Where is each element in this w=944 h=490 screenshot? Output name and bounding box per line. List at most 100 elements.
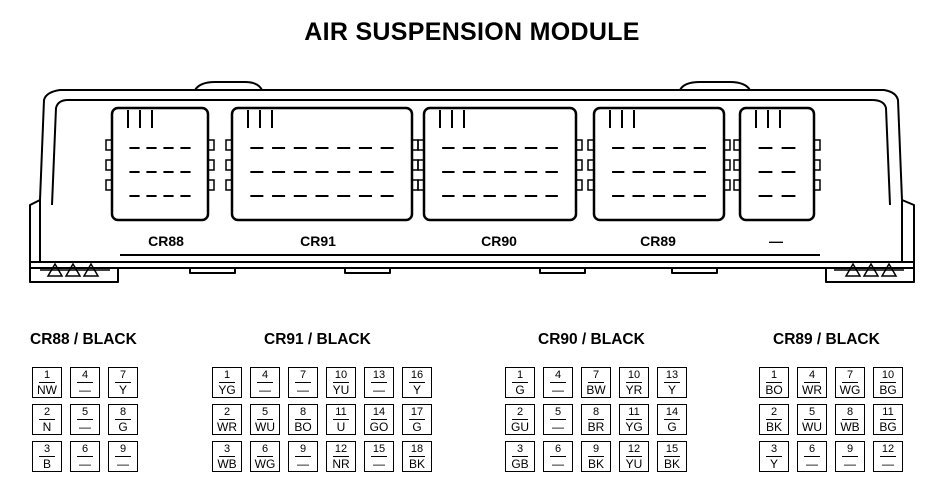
pin-number: 7 [592, 369, 600, 381]
pin-number: 2 [223, 406, 231, 418]
left-mount-foot [29, 262, 119, 283]
pin-number: 11 [335, 406, 347, 418]
pin-number: 16 [410, 369, 424, 381]
module-socket [587, 106, 731, 222]
wire-color-code: — [373, 383, 385, 397]
wire-color-code: — [79, 457, 91, 471]
module-socket [733, 106, 821, 222]
pin-cell: 4— [250, 367, 280, 398]
pin-number: 8 [119, 406, 127, 418]
wire-color-code: WB [840, 420, 860, 434]
wire-color-code: YG [218, 383, 236, 397]
housing-outer [39, 89, 903, 263]
wire-color-code: YG [625, 420, 643, 434]
wire-color-code: YU [625, 457, 643, 471]
pin-number: 11 [882, 406, 894, 418]
pin-cell: 7— [288, 367, 318, 398]
wire-color-code: WG [254, 457, 276, 471]
wire-color-code: G [515, 383, 525, 397]
wire-color-code: WG [839, 383, 861, 397]
wire-color-code: — [373, 457, 385, 471]
wire-color-code: BK [408, 457, 425, 471]
wire-color-code: BO [765, 383, 783, 397]
pin-number: 3 [43, 443, 51, 455]
wire-color-code: BG [879, 420, 897, 434]
pin-number: 10 [627, 369, 641, 381]
module-socket [225, 106, 419, 222]
pin-number: 8 [299, 406, 307, 418]
diagram-title: AIR SUSPENSION MODULE [304, 18, 640, 46]
module-socket [417, 106, 583, 222]
wire-color-code: WB [217, 457, 237, 471]
pin-number: 10 [334, 369, 348, 381]
wire-color-code: — [552, 457, 564, 471]
wire-color-code: G [667, 420, 677, 434]
wire-color-code: — [79, 420, 91, 434]
wire-color-code: WR [802, 383, 822, 397]
module-connector-label: — [769, 233, 783, 249]
pin-number: 2 [43, 406, 51, 418]
module-connector-label: CR89 [640, 233, 676, 249]
pin-cell: 9— [288, 441, 318, 472]
pin-cell: 5— [70, 404, 100, 435]
pin-number: 8 [846, 406, 854, 418]
pin-cell: 4— [543, 367, 573, 398]
wire-color-code: BG [879, 383, 897, 397]
pin-number: 9 [299, 443, 307, 455]
wire-color-code: G [118, 420, 128, 434]
pin-number: 3 [223, 443, 231, 455]
pin-number: 2 [770, 406, 778, 418]
wire-color-code: GB [511, 457, 529, 471]
wire-color-code: GO [369, 420, 389, 434]
module-socket [105, 106, 215, 222]
wire-color-code: — [806, 457, 818, 471]
wire-color-code: Y [412, 383, 421, 397]
pin-number: 6 [261, 443, 269, 455]
wire-color-code: U [336, 420, 346, 434]
pin-cell: 9— [835, 441, 865, 472]
wire-color-code: BK [587, 457, 604, 471]
wire-color-code: — [117, 457, 129, 471]
pin-cell: 9— [108, 441, 138, 472]
wire-color-code: — [844, 457, 856, 471]
pin-cell: 12— [873, 441, 903, 472]
pin-number: 7 [299, 369, 307, 381]
wire-color-code: Y [118, 383, 127, 397]
wire-color-code: G [412, 420, 422, 434]
wire-color-code: BK [663, 457, 680, 471]
pin-number: 18 [410, 443, 424, 455]
connector-table-title: CR91 / BLACK [264, 331, 371, 348]
wire-color-code: — [552, 420, 564, 434]
pin-cell: 5— [543, 404, 573, 435]
pin-number: 9 [119, 443, 127, 455]
connector-table-title: CR90 / BLACK [538, 331, 645, 348]
module-connector-label: CR88 [148, 233, 184, 249]
pin-number: 13 [665, 369, 679, 381]
housing-top-bump-left [194, 81, 263, 91]
